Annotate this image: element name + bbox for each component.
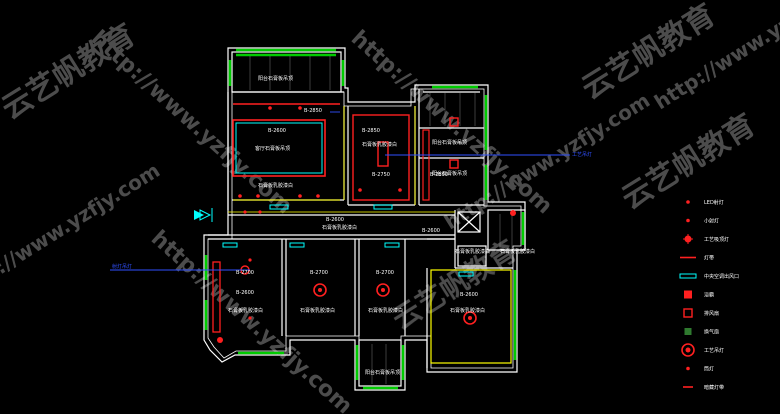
- legend-label: 排风扇: [704, 310, 719, 317]
- elev-master: B-2700: [236, 270, 254, 276]
- legend-item: 浴霸: [684, 290, 714, 299]
- right-balcony-lower-label: 阳台石膏板吊顶: [432, 170, 467, 177]
- flower-red-icon: [681, 343, 695, 357]
- elev-bed2: B-2700: [310, 270, 328, 276]
- bed2-label: 石膏板乳胶漆白: [300, 307, 335, 314]
- plan-labels: 阳台石膏板吊顶 阳台石膏板吊顶 阳台石膏板吊顶 阳台石膏板吊顶 客厅石膏板吊顶 …: [112, 75, 592, 376]
- elev-bed3: B-2700: [376, 270, 394, 276]
- living-ceiling-tray: [232, 119, 326, 177]
- legend-label: 小射灯: [704, 218, 719, 225]
- legend-label: 工艺吊灯: [704, 347, 724, 354]
- dot-small-icon: [686, 200, 690, 204]
- legend-label: 工艺吸顶灯: [704, 236, 729, 243]
- legend-item: LED射灯: [686, 199, 724, 206]
- legend-label: 筒灯: [704, 366, 714, 373]
- square-green-icon: [684, 328, 692, 335]
- legend-label: 浴霸: [704, 292, 714, 299]
- legend-item: 工艺吸顶灯: [683, 234, 729, 244]
- square-red-icon: [684, 290, 692, 299]
- dining-room-label: 石膏板乳胶漆白: [362, 141, 397, 148]
- cross-lamp-icon: [683, 234, 693, 244]
- legend-item: 暗藏灯带: [683, 384, 724, 391]
- dining-ceiling: [352, 114, 410, 201]
- bed2-pendant-lamp: [313, 283, 327, 297]
- watermark-url-3: http://www.yzfjy.com: [146, 226, 357, 414]
- windows: [204, 48, 525, 390]
- rect-cyan-icon: [679, 273, 697, 279]
- study-pendant-lamp: [463, 311, 477, 325]
- ceiling-features: [212, 103, 512, 364]
- elev-study: B-2600: [460, 292, 478, 298]
- watermark-url-5: http://www.yzfjy.com: [0, 158, 164, 304]
- legend-label: LED射灯: [704, 199, 724, 206]
- bed3-label: 石膏板乳胶漆白: [368, 307, 403, 314]
- bottom-balcony: [358, 339, 402, 387]
- legend-item: 换气扇: [684, 328, 719, 336]
- floor-plan: [203, 47, 526, 391]
- elev-kitchen: B-2600: [422, 228, 440, 234]
- elev-corridor: B-2600: [326, 217, 344, 223]
- legend-label: 暗藏灯带: [704, 384, 724, 391]
- legend-item: 筒灯: [686, 366, 714, 373]
- elev-dining: B-2850: [362, 128, 380, 134]
- living-level-label: 石膏板乳胶漆白: [258, 182, 293, 189]
- study-label: 石膏板乳胶漆白: [450, 307, 485, 314]
- corridor-label: 石膏板乳胶漆白: [322, 224, 357, 231]
- elev-bath: B-2600: [430, 172, 448, 178]
- leader-lines: [110, 111, 570, 271]
- watermark-url-2: http://www.yzfjy.com: [346, 26, 557, 219]
- lamp-symbols: [217, 106, 516, 343]
- elev-master2: B-2600: [236, 290, 254, 296]
- right-balcony: [487, 209, 526, 251]
- dot-small-icon: [686, 366, 690, 371]
- callout-left-label: 射灯吊灯: [112, 263, 132, 270]
- bottom-balcony-label: 阳台石膏板吊顶: [365, 369, 400, 376]
- bath-label: 石膏板乳胶漆白: [455, 248, 490, 255]
- callout-right-label: 工艺吊灯: [572, 151, 592, 158]
- legend-label: 灯带: [704, 255, 714, 262]
- right-balcony-upper-label: 阳台石膏板吊顶: [432, 139, 467, 146]
- elev-dining2: B-2750: [372, 172, 390, 178]
- kitchen-label: 石膏板乳胶漆白: [500, 248, 535, 255]
- balcony-hatch: [249, 56, 513, 384]
- bed3-pendant-lamp: [376, 283, 390, 297]
- elev-living: B-2600: [268, 128, 286, 134]
- study-ceiling: [430, 269, 512, 364]
- living-ceiling-inner: [235, 122, 323, 174]
- entry-marker: [194, 208, 213, 222]
- master-room-label: 石膏板乳胶漆白: [228, 307, 263, 314]
- legend-label: 中央空调出风口: [704, 273, 739, 280]
- top-balcony: [231, 51, 342, 93]
- square-outline-icon: [683, 308, 693, 318]
- dot-small-icon: [686, 218, 690, 223]
- living-room-label: 客厅石膏板吊顶: [255, 145, 290, 152]
- legend-item: 排风扇: [683, 308, 719, 318]
- top-balcony-label: 阳台石膏板吊顶: [258, 75, 293, 82]
- elev-living2: B-2850: [304, 108, 322, 114]
- legend-item: 中央空调出风口: [679, 273, 739, 280]
- legend-item: 灯带: [680, 255, 714, 262]
- legend-item: 小射灯: [686, 218, 719, 225]
- legend-item: 工艺吊灯: [681, 343, 724, 357]
- legend-label: 换气扇: [704, 329, 719, 336]
